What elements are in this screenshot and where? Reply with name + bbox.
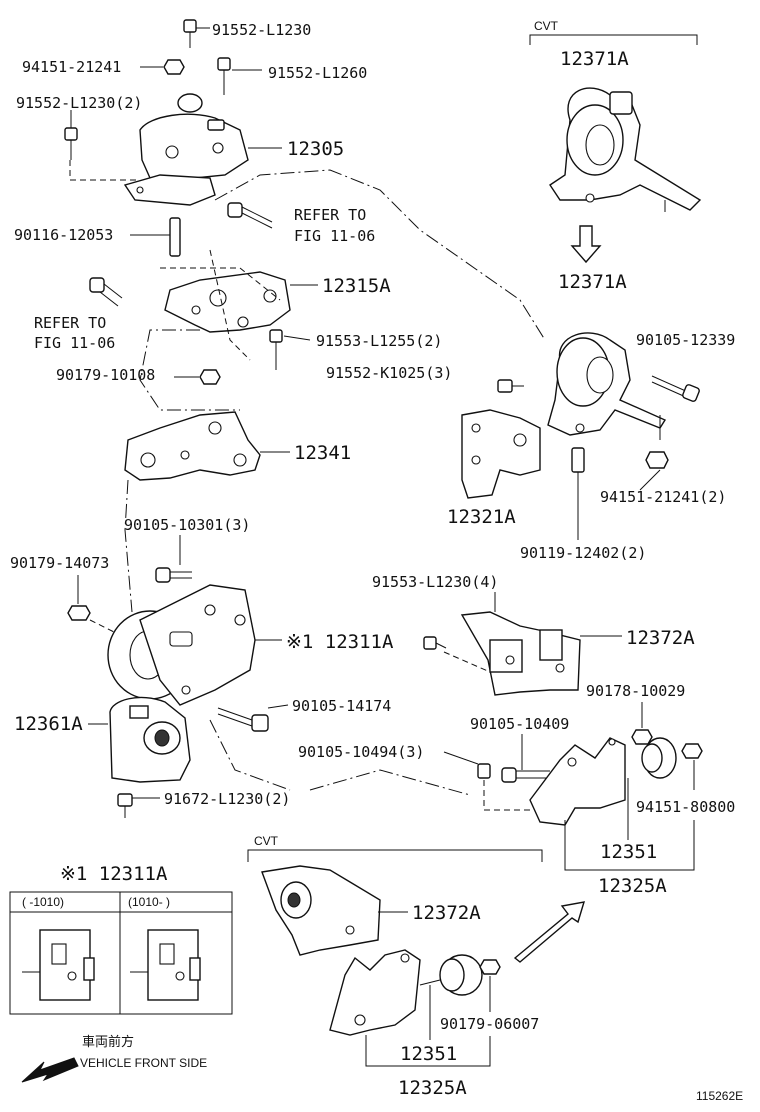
bolt-91552-l1260 [217, 57, 262, 95]
part-12311a-main-label: ※1 12311A [286, 631, 394, 653]
cvt-bracket-bottom: CVT [247, 834, 543, 862]
front-arrow-icon [21, 1057, 79, 1083]
bracket-12351-top [529, 737, 626, 826]
part-12311a-box-label: ※1 12311A [60, 863, 168, 885]
bracket-12321a [461, 409, 541, 499]
bolt-91552-k1025 [497, 379, 524, 393]
bolt-90105-10494 [477, 763, 491, 779]
part-12351-top-label: 12351 [600, 841, 657, 863]
part-91552-k1025-3-label: 91552-K1025(3) [326, 364, 452, 382]
mount-12372a-top [460, 611, 581, 696]
part-12371a-top-label: 12371A [560, 48, 629, 70]
refer-b-line2: FIG 11-06 [34, 334, 115, 352]
nut-90179-06007 [479, 959, 501, 975]
vehicle-front-jp-label: 車両前方 [82, 1034, 134, 1050]
part-90179-14073-label: 90179-14073 [10, 554, 109, 572]
nut-94151-21241 [140, 59, 185, 75]
part-12372a-top-label: 12372A [626, 627, 695, 649]
part-90179-10108-label: 90179-10108 [56, 366, 155, 384]
refer-a-line2: FIG 11-06 [294, 227, 375, 245]
cvt-label-top: CVT [534, 19, 559, 33]
bolt-90105-14174 [217, 704, 289, 732]
variant-after-icon [130, 929, 201, 1001]
bracket-12315a [164, 271, 291, 333]
nut-90179-14073 [67, 575, 91, 621]
sheet-number: 115262E [696, 1089, 743, 1103]
part-12371a-mid-label: 12371A [558, 271, 627, 293]
mount-12311a [107, 584, 256, 706]
part-12315a-label: 12315A [322, 275, 391, 297]
arrow-down-icon [570, 225, 602, 264]
part-90105-10494-3-label: 90105-10494(3) [298, 743, 424, 761]
part-91553-l1230-4-label: 91553-L1230(4) [372, 573, 498, 591]
refer-a-line1: REFER TO [294, 206, 366, 224]
part-90119-12402-2-label: 90119-12402(2) [520, 544, 646, 562]
bush-12351-bottom [419, 954, 483, 996]
bolt-91672-l1230 [117, 793, 160, 818]
variant-before-icon [22, 929, 95, 1001]
mount-12372a-bottom [261, 865, 381, 956]
part-12321a-label: 12321A [447, 506, 516, 528]
mount-12371a-mid [547, 332, 667, 436]
part-90178-10029-label: 90178-10029 [586, 682, 685, 700]
bracket-12351-bottom [329, 949, 421, 1036]
part-91552-l1230-top-label: 91552-L1230 [212, 21, 311, 39]
bolt-90119-12402 [571, 447, 585, 530]
bolt-91553-l1255 [269, 329, 311, 370]
part-91672-l1230-2-label: 91672-L1230(2) [164, 790, 290, 808]
bolt-refer-a [227, 202, 273, 229]
cvt-bracket-top: CVT [529, 19, 698, 45]
part-90179-06007-label: 90179-06007 [440, 1015, 539, 1033]
part-12351-bottom-label: 12351 [400, 1043, 457, 1065]
part-94151-21241-label: 94151-21241 [22, 58, 121, 76]
bush-12351-top [641, 737, 677, 779]
period-after: (1010- ) [128, 895, 170, 909]
mount-12305 [123, 93, 249, 206]
nut-90179-10108 [174, 369, 221, 385]
part-12361a-label: 12361A [14, 713, 83, 735]
bolt-91553-l1230 [423, 636, 447, 650]
part-91553-l1255-2-label: 91553-L1255(2) [316, 332, 442, 350]
bolt-91552-l1230-2 [64, 110, 78, 160]
part-94151-80800-label: 94151-80800 [636, 798, 735, 816]
mount-12371a-top [549, 87, 702, 212]
part-94151-21241-2-label: 94151-21241(2) [600, 488, 726, 506]
refer-b-line1: REFER TO [34, 314, 106, 332]
mount-12361a [109, 696, 191, 783]
bolt-90105-10301 [155, 535, 192, 583]
bracket-12341 [124, 411, 261, 481]
bolt-91552-l1230-top [183, 19, 210, 48]
stud-90116-12053 [130, 217, 181, 257]
nut-94151-21241-2 [645, 451, 669, 469]
part-90105-10409-label: 90105-10409 [470, 715, 569, 733]
part-91552-l1230-2-label: 91552-L1230(2) [16, 94, 142, 112]
part-12325a-bottom-label: 12325A [398, 1077, 467, 1099]
part-90116-12053-label: 90116-12053 [14, 226, 113, 244]
nut-94151-80800 [681, 743, 703, 759]
part-90105-10301-3-label: 90105-10301(3) [124, 516, 250, 534]
part-12325a-top-label: 12325A [598, 875, 667, 897]
part-12341-label: 12341 [294, 442, 351, 464]
vehicle-front-en-label: VEHICLE FRONT SIDE [80, 1056, 207, 1070]
bolt-90105-12339 [651, 375, 700, 402]
period-before: ( -1010) [22, 895, 64, 909]
part-12305-label: 12305 [287, 138, 344, 160]
cvt-label-bottom: CVT [254, 834, 279, 848]
bolt-90105-10409 [501, 767, 550, 783]
part-12372a-bottom-label: 12372A [412, 902, 481, 924]
part-91552-l1260-label: 91552-L1260 [268, 64, 367, 82]
period-table: ( -1010) (1010- ) [9, 891, 233, 1015]
bolt-refer-b [89, 277, 123, 307]
arrow-diagonal-icon [513, 901, 585, 963]
part-90105-12339-label: 90105-12339 [636, 331, 735, 349]
nut-90178-10029 [631, 729, 653, 745]
part-90105-14174-label: 90105-14174 [292, 697, 391, 715]
